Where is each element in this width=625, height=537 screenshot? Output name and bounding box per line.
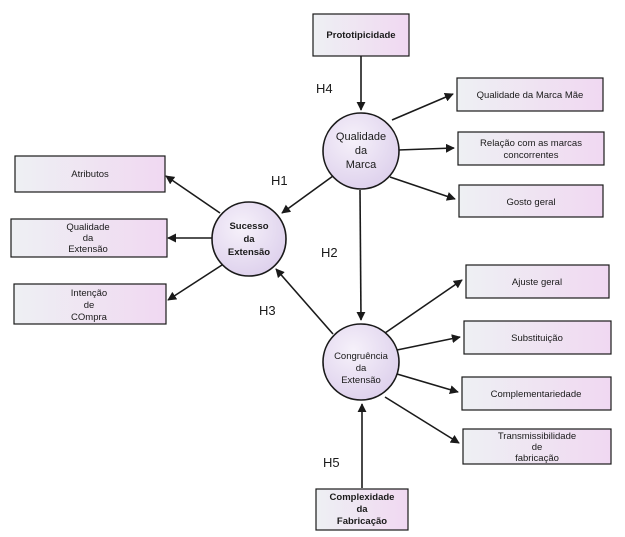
indicator-intencao-compra-line1: Intenção [71, 288, 107, 299]
indicator-transmissibilidade-line1: Transmissibilidade [498, 431, 576, 442]
indicator-transmissibilidade-line3: fabricação [515, 453, 559, 464]
label-h3: H3 [259, 303, 276, 318]
edge-cong-ajuste [384, 279, 463, 334]
construct-qualidade-marca-line3: Marca [346, 159, 377, 171]
indicator-qualidade-extensao-line2: da [83, 233, 94, 244]
indicator-intencao-compra: Intenção de COmpra [13, 283, 167, 325]
edge-cong-complementariedade [396, 373, 459, 395]
construct-sucesso-extensao-line2: da [243, 234, 255, 245]
indicator-complexidade: Complexidade da Fabricação [315, 488, 409, 531]
indicator-complementariedade-label: Complementariedade [491, 389, 582, 400]
edge-h3 [275, 268, 334, 335]
indicator-complexidade-line2: da [356, 504, 368, 515]
construct-congruencia-extensao-line1: Congruência [334, 351, 389, 362]
indicator-ajuste-geral-label: Ajuste geral [512, 277, 562, 288]
construct-qualidade-marca-line1: Qualidade [336, 131, 386, 143]
indicator-prototipicidade-label: Prototipicidade [326, 30, 395, 41]
indicator-gosto-geral-label: Gosto geral [506, 197, 555, 208]
edge-sucesso-atributos [165, 175, 221, 214]
label-h2: H2 [321, 245, 338, 260]
indicator-qualidade-extensao: Qualidade da Extensão [10, 218, 168, 258]
indicator-atributos: Atributos [14, 155, 166, 193]
construct-congruencia-extensao: Congruência da Extensão [322, 323, 400, 401]
indicator-qualidade-extensao-line3: Extensão [68, 244, 108, 255]
indicator-complexidade-line3: Fabricação [337, 516, 387, 527]
construct-congruencia-extensao-line3: Extensão [341, 375, 381, 386]
indicator-complementariedade: Complementariedade [461, 376, 612, 411]
construct-qualidade-marca-line2: da [355, 145, 368, 157]
indicator-transmissibilidade-line2: de [532, 442, 543, 453]
label-h1: H1 [271, 173, 288, 188]
edge-qm-relacao [397, 143, 455, 153]
indicator-prototipicidade: Prototipicidade [312, 13, 410, 57]
edge-sucesso-intencao [167, 264, 223, 301]
indicator-substituicao-label: Substituição [511, 333, 563, 344]
indicator-qualidade-marca-mae: Qualidade da Marca Mãe [456, 77, 604, 112]
indicator-gosto-geral: Gosto geral [458, 184, 604, 218]
edge-qm-gosto [389, 176, 456, 201]
edge-h1 [281, 175, 334, 214]
indicator-intencao-compra-line3: COmpra [71, 312, 108, 323]
indicator-qualidade-marca-mae-label: Qualidade da Marca Mãe [477, 90, 584, 101]
edge-qm-qualidade-mae [391, 93, 454, 121]
indicator-qualidade-extensao-line1: Qualidade [66, 222, 109, 233]
construct-sucesso-extensao-line1: Sucesso [229, 221, 268, 232]
label-h5: H5 [323, 455, 340, 470]
indicator-relacao-marcas-line1: Relação com as marcas [480, 138, 582, 149]
indicator-ajuste-geral: Ajuste geral [465, 264, 610, 299]
edge-cong-transmissibilidade [384, 396, 460, 444]
indicator-atributos-label: Atributos [71, 169, 109, 180]
indicator-complexidade-line1: Complexidade [330, 492, 395, 503]
construct-sucesso-extensao-line3: Extensão [228, 247, 270, 258]
indicator-transmissibilidade: Transmissibilidade de fabricação [462, 428, 612, 465]
label-h4: H4 [316, 81, 333, 96]
indicator-relacao-marcas-line2: concorrentes [504, 150, 559, 161]
construct-congruencia-extensao-line2: da [356, 363, 367, 374]
indicator-intencao-compra-line2: de [84, 300, 95, 311]
edge-h2 [356, 189, 366, 321]
indicator-substituicao: Substituição [463, 320, 612, 355]
edge-cong-substituicao [396, 334, 461, 351]
construct-qualidade-marca: Qualidade da Marca [322, 112, 400, 190]
construct-sucesso-extensao: Sucesso da Extensão [211, 201, 287, 277]
indicator-relacao-marcas: Relação com as marcas concorrentes [457, 131, 605, 166]
